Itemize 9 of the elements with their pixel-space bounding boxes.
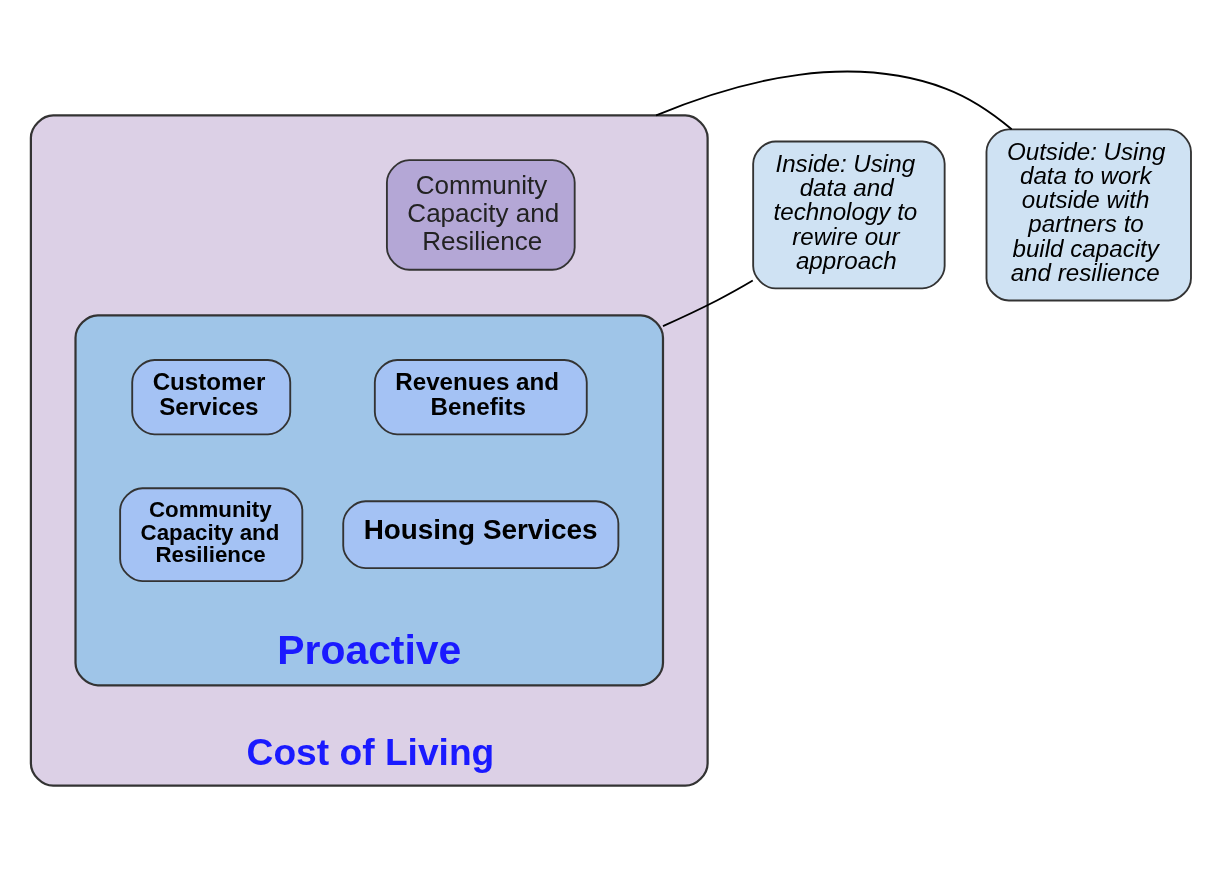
node-box: Inside: Using data and technology to rewire our approach — [752, 140, 946, 289]
node-box: Community Capacity and Resilience — [386, 158, 576, 271]
node-box: Customer Services — [131, 358, 292, 435]
node-box: Revenues and Benefits — [373, 358, 588, 435]
connector — [655, 70, 1013, 130]
node-box: Housing Services — [342, 499, 620, 569]
node-box: Outside: Using data to work outside with partners to build capacity and resilience — [985, 128, 1192, 301]
connector — [662, 279, 754, 327]
node-box: Community Capacity and Resilience — [119, 486, 304, 582]
